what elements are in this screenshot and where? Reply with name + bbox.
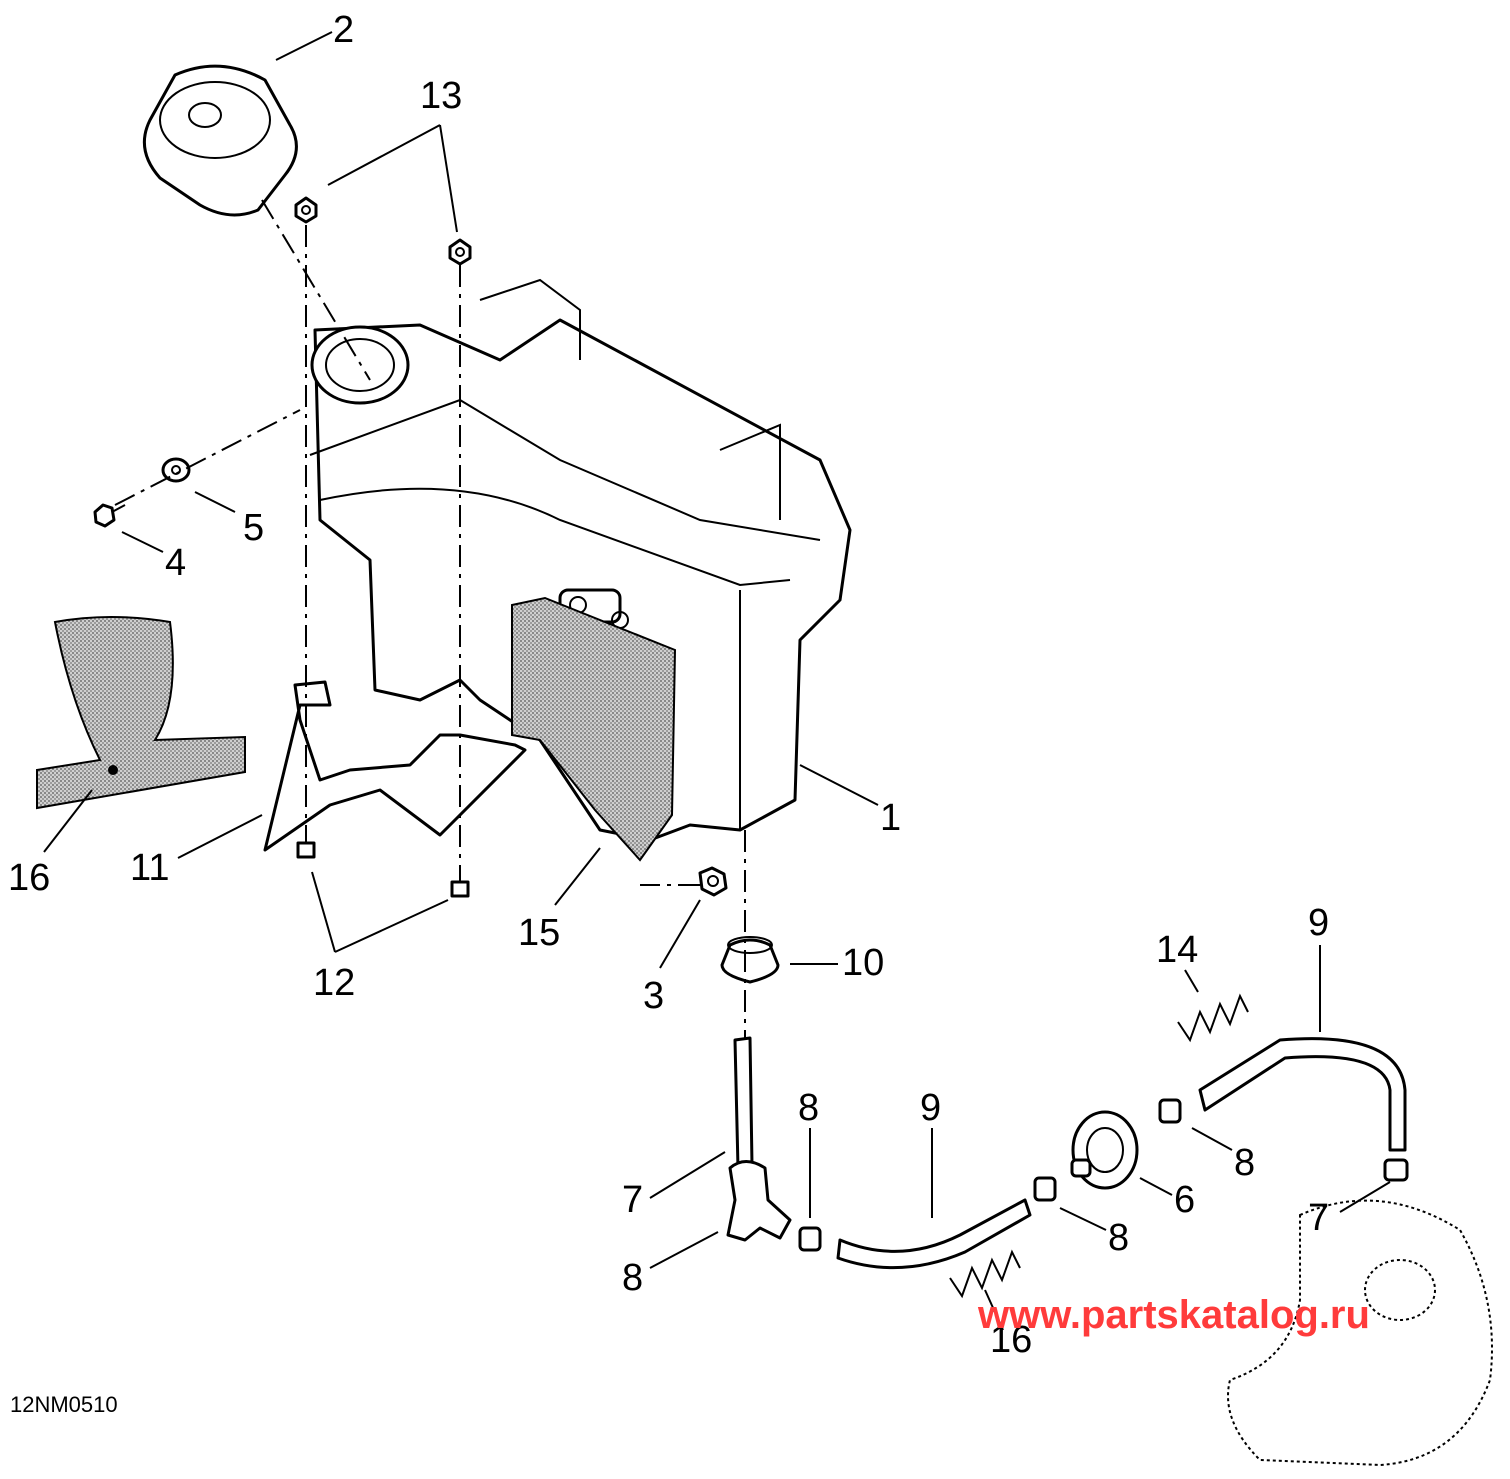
axis-cap xyxy=(261,199,371,381)
support-bracket xyxy=(263,680,527,852)
oil-hose-upper xyxy=(1198,1037,1407,1152)
callout-16-spring: 16 xyxy=(990,1319,1032,1361)
axis-bolt xyxy=(114,409,301,506)
washer xyxy=(161,457,191,483)
callout-3: 3 xyxy=(643,975,664,1017)
oil-hose-lower xyxy=(836,1198,1032,1270)
spring-lower xyxy=(949,1249,1021,1299)
callout-6: 6 xyxy=(1174,1179,1195,1221)
hose-clamp-4 xyxy=(1383,1158,1409,1182)
callout-1: 1 xyxy=(880,797,901,839)
callout-8-tee: 8 xyxy=(622,1257,643,1299)
callout-8-filter-out: 8 xyxy=(1234,1142,1255,1184)
insulation-pad xyxy=(511,596,677,862)
tank-nut xyxy=(698,866,728,897)
filler-cap xyxy=(142,64,298,217)
callout-10: 10 xyxy=(842,942,884,984)
callout-4: 4 xyxy=(165,542,186,584)
oil-pump-port xyxy=(1364,1259,1436,1321)
bolt xyxy=(93,503,126,528)
nut-right xyxy=(448,238,472,266)
nut-left xyxy=(294,196,318,224)
leader-lines xyxy=(43,31,1391,1331)
callout-5: 5 xyxy=(243,507,264,549)
callout-7-left: 7 xyxy=(622,1179,643,1221)
callout-11: 11 xyxy=(130,847,169,889)
hose-clamp-2 xyxy=(1033,1176,1057,1202)
spring-upper xyxy=(1177,993,1249,1043)
grommet xyxy=(720,936,780,984)
callout-14: 14 xyxy=(1156,929,1198,971)
oil-pump-outline xyxy=(1227,1199,1493,1467)
callout-2: 2 xyxy=(333,9,354,51)
callout-7-right: 7 xyxy=(1308,1197,1329,1239)
callout-16-left: 16 xyxy=(8,857,50,899)
callout-8-top: 8 xyxy=(798,1087,819,1129)
callout-9-upper: 9 xyxy=(1308,902,1329,944)
hose-clamp-3 xyxy=(1158,1098,1182,1124)
insulation-sheet xyxy=(36,616,246,810)
adhesive-point xyxy=(108,765,118,775)
screw-left xyxy=(296,830,316,859)
diagram-reference-code: 12NM0510 xyxy=(10,1392,118,1417)
watermark: www.partskatalog.ru xyxy=(977,1293,1370,1337)
hose-clamp-1 xyxy=(798,1226,822,1252)
oil-filter xyxy=(1070,1110,1139,1190)
callout-9-lower: 9 xyxy=(920,1087,941,1129)
callout-13: 13 xyxy=(420,75,462,117)
callout-12: 12 xyxy=(313,962,355,1004)
oil-pickup-tube xyxy=(726,1036,792,1242)
callout-15: 15 xyxy=(518,912,560,954)
callout-8-filter-in: 8 xyxy=(1108,1217,1129,1259)
